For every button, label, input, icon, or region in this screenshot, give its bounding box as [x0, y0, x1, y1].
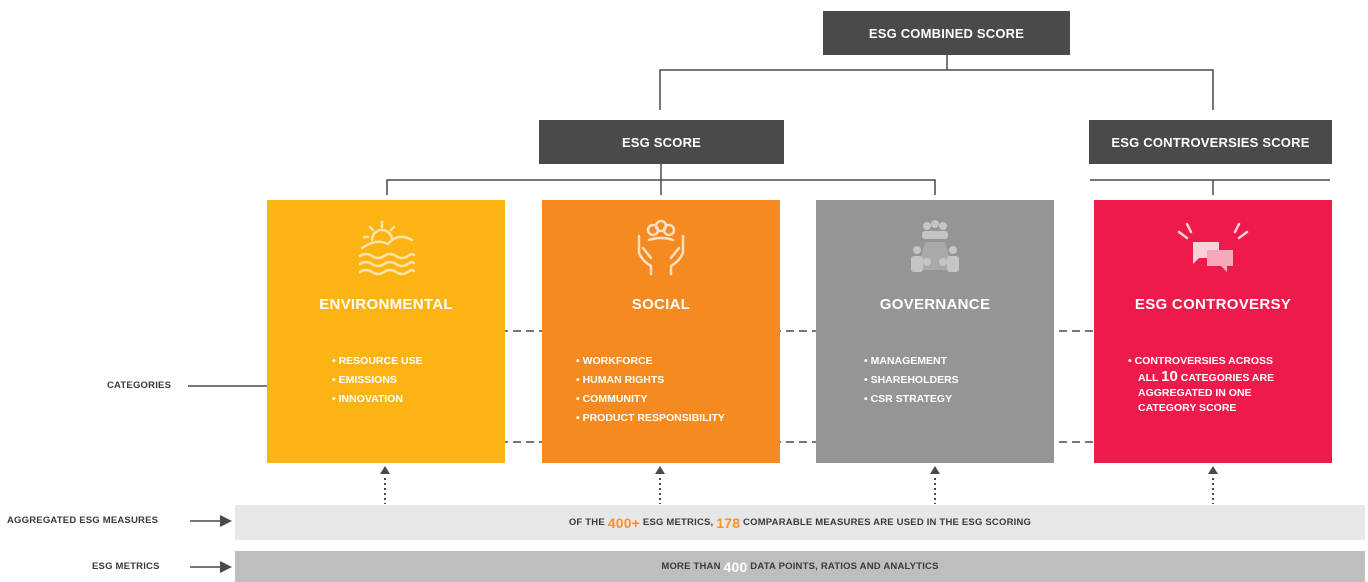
- esg-score-box: ESG SCORE: [539, 120, 784, 164]
- esg-metrics-bar: MORE THAN 400 DATA POINTS, RATIOS AND AN…: [235, 551, 1365, 582]
- governance-items: MANAGEMENT SHAREHOLDERS CSR STRATEGY: [864, 352, 959, 409]
- controversy-line-2-pre: ALL: [1138, 372, 1162, 384]
- environmental-items: RESOURCE USE EMISSIONS INNOVATION: [332, 352, 423, 409]
- controversy-card: ESG CONTROVERSY • CONTROVERSIES ACROSS A…: [1094, 200, 1332, 463]
- metrics-bar-count: 400: [723, 558, 748, 575]
- list-item: MANAGEMENT: [864, 352, 959, 371]
- controversy-line-1: CONTROVERSIES ACROSS: [1134, 355, 1274, 367]
- metrics-bar-text-post: DATA POINTS, RATIOS AND ANALYTICS: [747, 561, 939, 572]
- boardroom-icon: [911, 220, 959, 272]
- esg-combined-score-box: ESG COMBINED SCORE: [823, 11, 1070, 55]
- aggregated-bar-text-pre: OF THE: [568, 517, 608, 528]
- list-item: SHAREHOLDERS: [864, 371, 959, 390]
- aggregated-bar-measures-count: 178: [716, 514, 741, 531]
- aggregated-measures-bar: OF THE 400+ ESG METRICS, 178 COMPARABLE …: [235, 505, 1365, 540]
- controversy-line-2-post: CATEGORIES ARE: [1177, 372, 1275, 384]
- hands-people-icon: [637, 219, 685, 276]
- list-item: CSR STRATEGY: [864, 390, 959, 409]
- speech-bubbles-icon: [1177, 222, 1249, 272]
- environmental-card: ENVIRONMENTAL RESOURCE USE EMISSIONS INN…: [267, 200, 505, 463]
- controversy-line-4: CATEGORY SCORE: [1138, 402, 1237, 414]
- esg-score-label: ESG SCORE: [621, 134, 702, 150]
- list-item: EMISSIONS: [332, 371, 423, 390]
- aggregated-bar-total-metrics: 400+: [607, 514, 641, 531]
- list-item: COMMUNITY: [576, 390, 725, 409]
- controversy-line-3: AGGREGATED IN ONE: [1138, 387, 1252, 399]
- esg-metrics-label: ESG METRICS: [92, 561, 160, 572]
- controversy-text: • CONTROVERSIES ACROSS ALL 10 CATEGORIES…: [1128, 355, 1275, 414]
- controversy-count: 10: [1161, 368, 1178, 385]
- esg-combined-score-label: ESG COMBINED SCORE: [868, 25, 1025, 41]
- list-item: INNOVATION: [332, 390, 423, 409]
- social-items: WORKFORCE HUMAN RIGHTS COMMUNITY PRODUCT…: [576, 352, 725, 428]
- governance-card: GOVERNANCE MANAGEMENT SHAREHOLDERS CSR S…: [816, 200, 1054, 463]
- aggregated-bar-text-mid: ESG METRICS,: [640, 517, 717, 528]
- governance-title: GOVERNANCE: [879, 296, 991, 313]
- esg-controversies-score-box: ESG CONTROVERSIES SCORE: [1089, 120, 1332, 164]
- list-item: WORKFORCE: [576, 352, 725, 371]
- list-item: RESOURCE USE: [332, 352, 423, 371]
- esg-controversies-score-label: ESG CONTROVERSIES SCORE: [1111, 134, 1310, 150]
- list-item: HUMAN RIGHTS: [576, 371, 725, 390]
- social-card: SOCIAL WORKFORCE HUMAN RIGHTS COMMUNITY …: [542, 200, 780, 463]
- metrics-bar-text-pre: MORE THAN: [661, 561, 724, 572]
- aggregated-esg-measures-label: AGGREGATED ESG MEASURES: [7, 515, 159, 526]
- aggregated-bar-text-post: COMPARABLE MEASURES ARE USED IN THE ESG …: [740, 517, 1032, 528]
- landscape-sun-icon: [358, 220, 416, 276]
- controversy-title: ESG CONTROVERSY: [1134, 296, 1292, 313]
- categories-label: CATEGORIES: [107, 380, 172, 391]
- list-item: PRODUCT RESPONSIBILITY: [576, 409, 725, 428]
- social-title: SOCIAL: [631, 296, 691, 313]
- environmental-title: ENVIRONMENTAL: [319, 296, 453, 313]
